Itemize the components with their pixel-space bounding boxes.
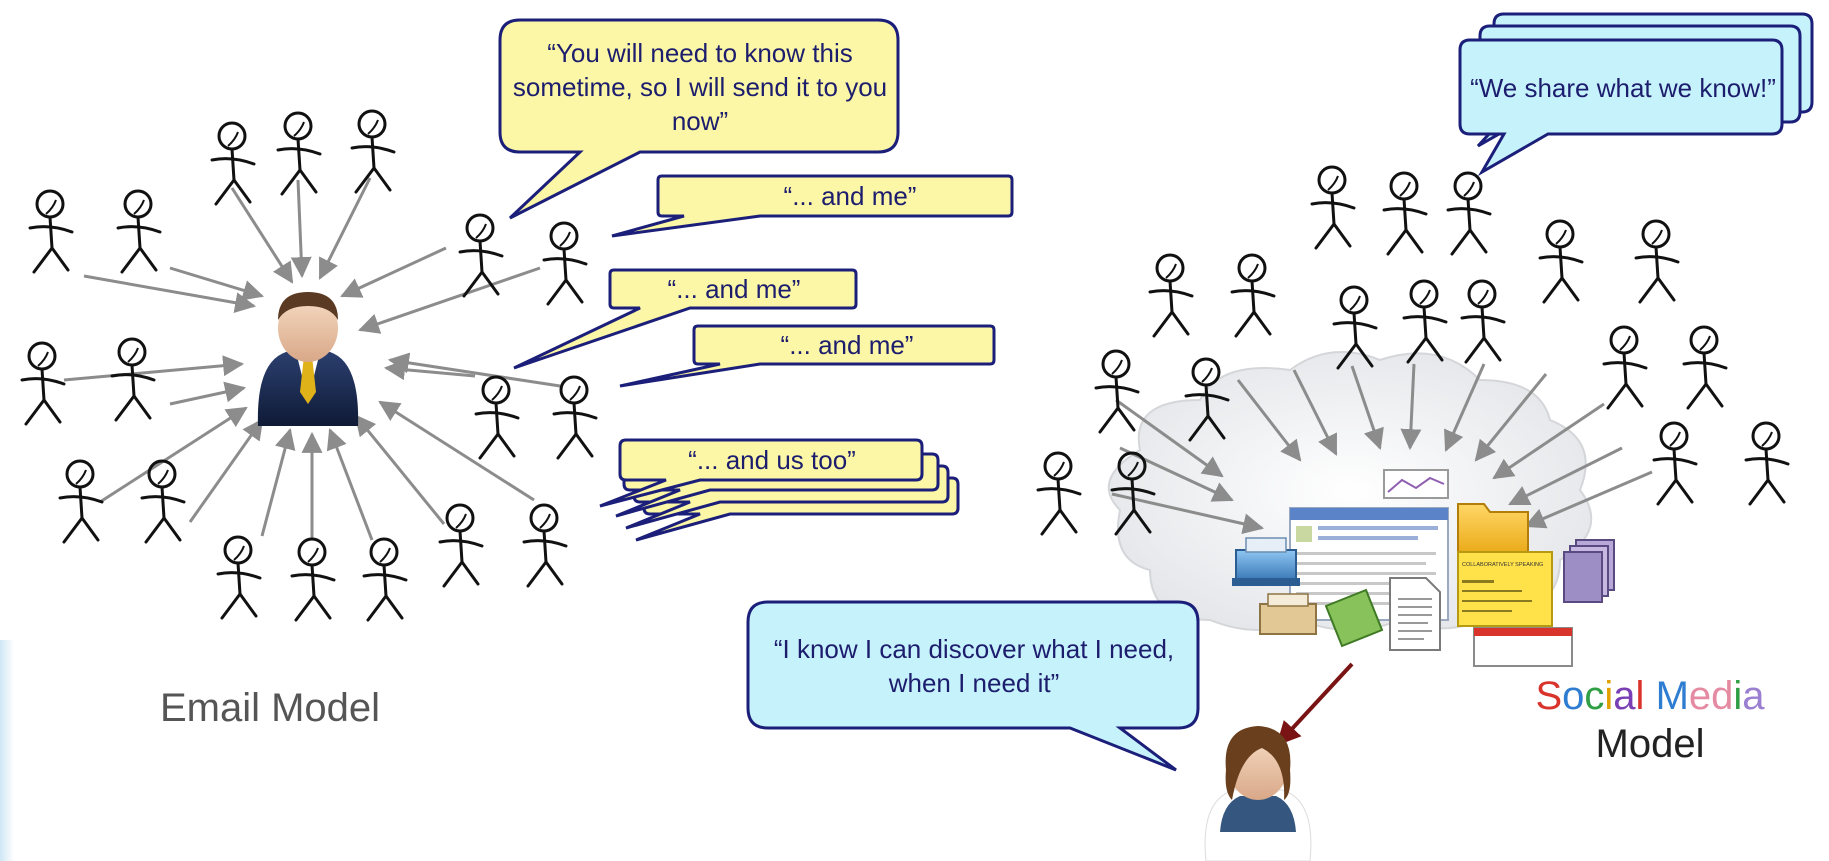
social-title-letter: o xyxy=(1562,674,1585,718)
stick-figure xyxy=(1036,451,1082,536)
stick-figure xyxy=(216,535,262,620)
left-edge-gradient xyxy=(0,640,14,861)
social-title-letter: e xyxy=(1688,674,1712,718)
stick-figure xyxy=(1402,279,1448,364)
social-title-letter: S xyxy=(1535,674,1563,718)
green-book-icon xyxy=(1324,588,1384,648)
stick-figure xyxy=(140,459,186,544)
social-title-letter: a xyxy=(1613,674,1636,718)
callout-text-and-me-3: “... and me” xyxy=(780,330,914,360)
callout-text-discover: “I know I can discover what I need, when… xyxy=(773,634,1175,698)
stick-figure xyxy=(110,337,156,422)
callout-bubble-discover xyxy=(746,600,1200,772)
social-title-letter: d xyxy=(1711,674,1734,718)
stick-figure xyxy=(1634,219,1680,304)
callout-text-and-me-1: “... and me” xyxy=(783,181,917,211)
social-title-letter: M xyxy=(1655,674,1689,718)
chart-thumbnail-icon xyxy=(1383,469,1449,499)
callout-bubble-stack-we-share xyxy=(1458,12,1814,177)
stick-figure xyxy=(1446,171,1492,256)
callout-bubble-and-me-1 xyxy=(611,174,1014,238)
social-title-letter: i xyxy=(1733,674,1743,718)
model-word: Model xyxy=(1595,722,1705,766)
stick-figure xyxy=(552,375,598,460)
callout-text-us-too: “... and us too” xyxy=(688,445,856,475)
stick-figure xyxy=(20,341,66,426)
callout-bubble-send-now xyxy=(498,18,900,220)
callout-bubble-stack-us-too xyxy=(599,438,960,542)
social-arrows xyxy=(1111,363,1653,535)
calendar-window-icon xyxy=(1473,627,1573,667)
stacked-files-icon xyxy=(1563,539,1615,603)
stick-figure xyxy=(28,189,74,274)
stick-figure xyxy=(58,459,104,544)
social-media-colored-title: Social Media xyxy=(1480,672,1820,720)
callout-bubble-and-me-2 xyxy=(513,268,858,370)
stick-figure xyxy=(542,221,588,306)
email-arrows xyxy=(63,177,561,541)
social-title-letter: i xyxy=(1604,674,1614,718)
stick-figure xyxy=(1744,421,1790,506)
stick-figure xyxy=(1602,325,1648,410)
social-title-letter: c xyxy=(1584,674,1605,718)
social-title-letter xyxy=(1644,674,1655,718)
stick-figure xyxy=(1682,325,1728,410)
stick-figure xyxy=(1094,349,1140,434)
stick-figure xyxy=(1148,253,1194,338)
social-media-model-label: Social Media Model xyxy=(1480,672,1820,768)
stick-figure xyxy=(350,109,396,194)
stick-figure xyxy=(1310,165,1356,250)
collaboration-document-icon: COLLABORATIVELY SPEAKING xyxy=(1457,551,1553,627)
businessman-avatar xyxy=(257,292,359,426)
printer-icon xyxy=(1232,537,1300,586)
stick-figure xyxy=(1538,219,1584,304)
stick-figure xyxy=(290,537,336,622)
scanner-icon xyxy=(1259,593,1317,635)
stick-figure xyxy=(362,537,408,622)
stick-figure xyxy=(1652,421,1698,506)
discover-arrow xyxy=(1276,662,1354,746)
stick-figure xyxy=(1382,171,1428,256)
stick-figure xyxy=(116,189,162,274)
callout-bubble-and-me-3 xyxy=(619,324,996,388)
text-document-icon xyxy=(1389,577,1441,651)
woman-avatar xyxy=(1204,726,1312,861)
stick-figure xyxy=(1230,253,1276,338)
callout-text-send-now: “You will need to know this sometime, so… xyxy=(512,38,888,136)
stick-figure xyxy=(522,503,568,588)
stick-figure xyxy=(1460,279,1506,364)
stick-figure xyxy=(438,503,484,588)
email-model-label: Email Model xyxy=(159,686,381,730)
social-title-letter: a xyxy=(1742,674,1765,718)
callout-text-and-me-2: “... and me” xyxy=(667,274,801,304)
content-icons: COLLABORATIVELY SPEAKING xyxy=(1232,469,1615,667)
social-title-letter: l xyxy=(1635,674,1645,718)
stick-figure xyxy=(474,375,520,460)
doc-title: COLLABORATIVELY SPEAKING xyxy=(1462,562,1543,568)
callout-text-we-share: “We share what we know!” xyxy=(1470,73,1776,103)
